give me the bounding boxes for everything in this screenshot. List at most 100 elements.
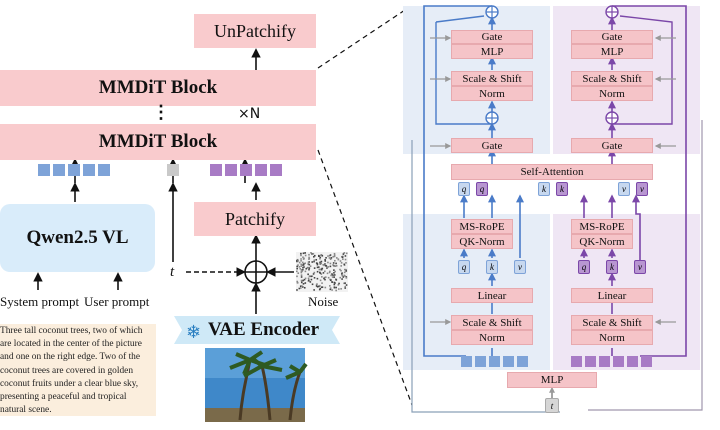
vae-encoder-banner	[174, 316, 340, 344]
noise-speck	[344, 285, 347, 288]
mmdit-block-label: MMDiT Block	[98, 131, 218, 152]
text-token	[83, 164, 95, 176]
linear-box: Linear	[571, 288, 653, 303]
key-chip: k	[556, 182, 568, 196]
noise-speck	[327, 276, 330, 279]
noise-speck	[318, 254, 320, 257]
noise-speck	[300, 276, 303, 278]
noise-speck	[312, 255, 315, 258]
linear-label: Linear	[477, 289, 507, 302]
system-prompt-label: System prompt	[0, 294, 80, 309]
qk-norm-label: QK-Norm	[459, 235, 505, 248]
noise-speck	[318, 268, 321, 271]
norm-box: Norm	[571, 330, 653, 345]
noise-speck	[342, 276, 345, 278]
noise-speck	[300, 265, 303, 268]
noise-speck	[335, 262, 337, 265]
noise-speck	[335, 264, 338, 267]
noise-speck	[321, 282, 323, 284]
noise-speck	[324, 258, 326, 261]
noise-speck	[297, 260, 299, 262]
self-attention-box: Self-Attention	[451, 164, 653, 180]
noise-speck	[316, 270, 319, 273]
noise-speck	[329, 279, 332, 282]
noise-speck	[327, 261, 329, 264]
noise-speck	[316, 283, 318, 285]
noise-speck	[311, 275, 314, 277]
noise-speck	[318, 285, 320, 288]
noise-speck	[309, 265, 312, 268]
noise-speck	[324, 264, 327, 267]
noise-speck	[304, 254, 307, 257]
noise-speck	[333, 274, 336, 276]
noise-speck	[331, 289, 333, 291]
noise-speck	[345, 252, 348, 255]
prompt-caption: Three tall coconut trees, two of which a…	[0, 324, 156, 416]
noise-speck	[315, 285, 318, 287]
noise-speck	[343, 274, 346, 277]
noise-speck	[320, 254, 322, 257]
noise-speck	[319, 261, 321, 264]
noise-speck	[299, 287, 302, 289]
noise-speck	[333, 276, 335, 278]
text-token	[489, 356, 500, 367]
noise-speck	[300, 271, 303, 274]
noise-speck	[296, 260, 298, 263]
noise-speck	[302, 283, 305, 285]
key-chip: k	[606, 260, 618, 274]
noise-speck	[304, 282, 307, 284]
noise-speck	[340, 262, 343, 264]
noise-speck	[307, 261, 310, 263]
noise-speck	[342, 258, 344, 260]
noise-speck	[300, 252, 302, 255]
image-token	[255, 164, 267, 176]
noise-speck	[302, 279, 304, 282]
noise-speck	[308, 275, 311, 278]
noise-speck	[325, 257, 327, 259]
caption-line: Three tall coconut trees, two of which	[0, 326, 143, 336]
noise-speck	[324, 278, 326, 281]
noise-speck	[344, 287, 347, 289]
noise-speck	[319, 272, 322, 274]
noise-speck	[337, 258, 340, 261]
noise-speck	[300, 279, 303, 282]
noise-speck	[331, 276, 334, 278]
gate-box: Gate	[451, 30, 533, 44]
ms-rope-box: MS-RoPE	[451, 219, 513, 234]
noise-speck	[332, 255, 335, 258]
noise-speck	[301, 285, 303, 287]
gate-label: Gate	[601, 31, 623, 43]
unpatchify-box: UnPatchify	[194, 14, 316, 48]
noise-speck	[299, 267, 302, 270]
noise-speck	[329, 262, 332, 265]
noise-speck	[308, 267, 311, 269]
noise-speck	[341, 273, 343, 275]
noise-label: Noise	[308, 294, 339, 309]
noise-speck	[311, 253, 313, 255]
noise-speck	[304, 262, 306, 265]
noise-speck	[296, 259, 298, 262]
timestep-chip: t	[545, 398, 559, 413]
patchify-box: Patchify	[194, 202, 316, 236]
noise-speck	[302, 268, 304, 271]
noise-speck	[333, 272, 335, 274]
norm-label: Norm	[599, 87, 625, 100]
noise-speck	[343, 263, 346, 266]
text-token	[53, 164, 65, 176]
qk-norm-box: QK-Norm	[451, 234, 513, 249]
mmdit-block-label: MMDiT Block	[98, 77, 218, 98]
noise-speck	[344, 255, 347, 257]
noise-speck	[345, 270, 348, 272]
noise-speck	[319, 256, 322, 259]
noise-speck	[296, 275, 298, 278]
noise-speck	[321, 267, 324, 270]
noise-speck	[311, 261, 314, 263]
noise-speck	[304, 252, 306, 254]
norm-label: Norm	[479, 87, 505, 100]
noise-speck	[343, 282, 345, 285]
noise-speck	[337, 284, 340, 286]
value-chip: v	[636, 182, 648, 196]
patchify-label: Patchify	[225, 208, 285, 229]
noise-speck	[334, 282, 336, 284]
